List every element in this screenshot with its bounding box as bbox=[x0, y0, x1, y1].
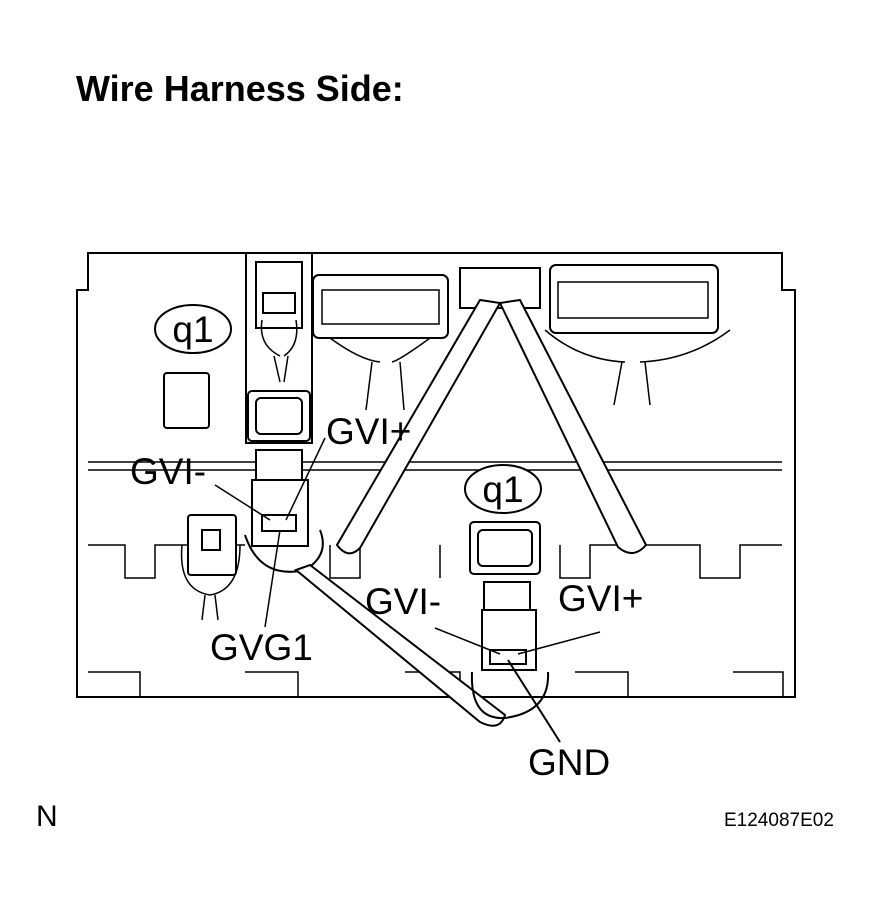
q1-lower-label: q1 bbox=[482, 469, 523, 510]
test-lead-upper-to-lower bbox=[294, 563, 507, 727]
leader-gvi-plus-lower bbox=[517, 631, 601, 655]
wide-connector-left-pins bbox=[321, 289, 440, 325]
label-gnd: GND bbox=[528, 742, 610, 783]
q1-upper-label: q1 bbox=[172, 309, 213, 350]
panel-bottom-tabs bbox=[88, 671, 784, 697]
left-lower-wire-loop bbox=[180, 544, 241, 621]
leader-gvi-minus-lower bbox=[434, 627, 501, 655]
leader-gvi-minus-upper bbox=[214, 484, 271, 521]
label-gvi-minus-upper: GVI- bbox=[130, 451, 206, 492]
lower-connector-wire-loop bbox=[470, 671, 550, 720]
figure-code: E124087E02 bbox=[724, 810, 834, 831]
wide-connector-right-wires bbox=[544, 329, 731, 406]
harness-tube-right bbox=[498, 298, 648, 554]
left-small-terminal bbox=[163, 372, 210, 429]
center-mount bbox=[459, 267, 541, 309]
upper-connector-housing bbox=[251, 479, 309, 547]
leader-gnd bbox=[507, 659, 561, 743]
label-gvi-minus-lower: GVI- bbox=[365, 581, 441, 622]
leader-gvi-plus-upper bbox=[285, 437, 326, 521]
page-title: Wire Harness Side: bbox=[76, 68, 404, 109]
panel-lower-notches bbox=[88, 544, 782, 579]
label-gvi-plus-lower: GVI+ bbox=[558, 578, 643, 619]
label-gvg1: GVG1 bbox=[210, 627, 313, 668]
harness-tube-left bbox=[335, 298, 502, 555]
q1-upper-label-oval bbox=[154, 304, 232, 354]
q1-lower-label-oval bbox=[464, 464, 542, 514]
upper-connector-terminals bbox=[261, 514, 297, 532]
lower-connector-plug bbox=[483, 581, 531, 613]
wide-connector-right-pins bbox=[557, 281, 709, 319]
left-lower-terminal-pin bbox=[201, 529, 221, 551]
leader-gvg1 bbox=[264, 529, 281, 628]
wide-connector-right bbox=[549, 264, 719, 334]
label-gvi-plus-upper: GVI+ bbox=[326, 411, 411, 452]
upper-connector-plug bbox=[255, 449, 303, 483]
small-top-wire-bundle bbox=[260, 319, 298, 383]
small-top-connector-pins bbox=[262, 292, 296, 314]
harness-panel-outline bbox=[76, 252, 796, 698]
q1-upper-socket-inner bbox=[255, 397, 303, 435]
corner-mark: N bbox=[36, 800, 58, 833]
wide-connector-left bbox=[312, 274, 449, 339]
q1-lower-socket-inner bbox=[477, 529, 533, 567]
wide-connector-left-wires bbox=[329, 337, 431, 411]
